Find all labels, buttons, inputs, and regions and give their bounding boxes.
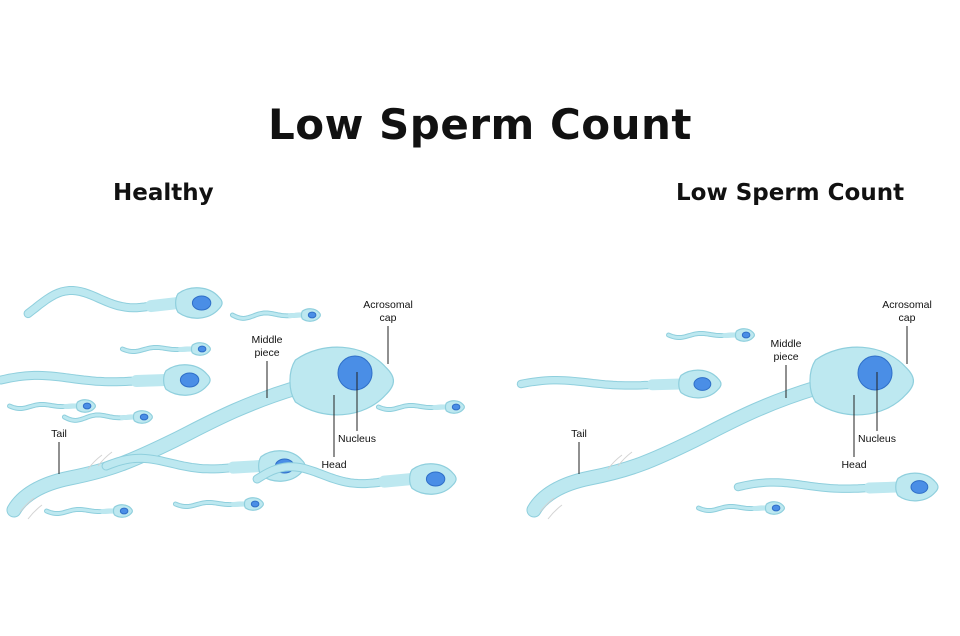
- acrosomal-cap-label: Acrosomal: [882, 299, 932, 311]
- nucleus-label: Nucleus: [858, 433, 896, 445]
- motion-line: [27, 504, 43, 520]
- sperm-middle-piece: [863, 481, 904, 494]
- motion-line: [547, 504, 563, 520]
- sperm-middle-piece: [145, 297, 185, 313]
- sperm-cell: [61, 410, 154, 424]
- sperm-cell: [696, 501, 786, 515]
- tail-label: Tail: [51, 428, 67, 440]
- sperm-middle-piece: [230, 501, 248, 507]
- sperm-nucleus: [139, 413, 149, 421]
- sperm-cell: [7, 399, 97, 413]
- sperm-nucleus: [857, 355, 893, 391]
- sperm-middle-piece: [119, 414, 137, 421]
- sperm-nucleus: [451, 403, 461, 411]
- sperm-nucleus: [337, 355, 373, 391]
- tail-label: Tail: [571, 428, 587, 440]
- low-count-labels: Acrosomal cap Middle piece Tail Nucleus …: [571, 299, 932, 474]
- featured-sperm: [526, 346, 915, 520]
- sperm-cell: [666, 328, 756, 342]
- sperm-nucleus: [910, 480, 929, 494]
- sperm-nucleus: [693, 377, 712, 391]
- sperm-middle-piece: [130, 374, 173, 387]
- motion-line: [19, 497, 35, 513]
- sperm-middle-piece: [431, 404, 449, 410]
- sperm-cell: [375, 400, 466, 414]
- sperm-cell: [23, 286, 223, 319]
- main-title: Low Sperm Count: [268, 100, 692, 149]
- sperm-nucleus: [425, 471, 446, 487]
- sperm-middle-piece: [646, 378, 687, 391]
- middle-piece-label-line2: piece: [254, 347, 279, 359]
- sperm-nucleus: [307, 311, 317, 319]
- sperm-nucleus: [741, 331, 751, 339]
- low-count-panel-title: Low Sperm Count: [676, 180, 905, 206]
- sperm-nucleus: [197, 345, 207, 353]
- middle-piece-label-line2: piece: [773, 351, 798, 363]
- sperm-middle-piece: [62, 403, 80, 409]
- low-count-panel: [516, 328, 939, 520]
- sperm-cell: [0, 364, 211, 396]
- sperm-middle-piece: [287, 312, 305, 319]
- motion-line: [87, 454, 103, 470]
- sperm-cell: [516, 369, 722, 399]
- sperm-tail: [527, 381, 823, 517]
- sperm-nucleus: [250, 500, 260, 508]
- sperm-cell: [172, 497, 265, 511]
- sperm-middle-piece: [227, 460, 268, 474]
- head-label: Head: [841, 459, 866, 471]
- acrosomal-cap-label-line2: cap: [380, 312, 397, 324]
- head-label: Head: [321, 459, 346, 471]
- sperm-nucleus: [179, 372, 200, 388]
- acrosomal-cap-label-line2: cap: [899, 312, 916, 324]
- sperm-cell: [252, 462, 457, 495]
- middle-piece-label: Middle: [771, 338, 802, 350]
- sperm-cell: [733, 472, 939, 502]
- healthy-panel-title: Healthy: [113, 180, 214, 206]
- sperm-middle-piece: [99, 508, 117, 514]
- sperm-cell: [44, 504, 134, 518]
- nucleus-label: Nucleus: [338, 433, 376, 445]
- sperm-middle-piece: [378, 473, 419, 488]
- sperm-nucleus: [771, 504, 781, 512]
- motion-line: [617, 451, 633, 467]
- sperm-middle-piece: [751, 505, 769, 511]
- healthy-labels: Acrosomal cap Middle piece Tail Nucleus …: [51, 299, 413, 474]
- acrosomal-cap-label: Acrosomal: [363, 299, 413, 311]
- sperm-nucleus: [119, 507, 129, 515]
- motion-line: [97, 451, 113, 467]
- sperm-cell: [119, 342, 212, 356]
- sperm-nucleus: [82, 402, 92, 410]
- sperm-nucleus: [191, 295, 212, 311]
- motion-line: [607, 454, 623, 470]
- sperm-cell: [229, 308, 322, 322]
- healthy-panel: [0, 286, 466, 520]
- sperm-middle-piece: [177, 346, 195, 352]
- middle-piece-label: Middle: [252, 334, 283, 346]
- sperm-middle-piece: [721, 332, 739, 338]
- motion-line: [539, 497, 555, 513]
